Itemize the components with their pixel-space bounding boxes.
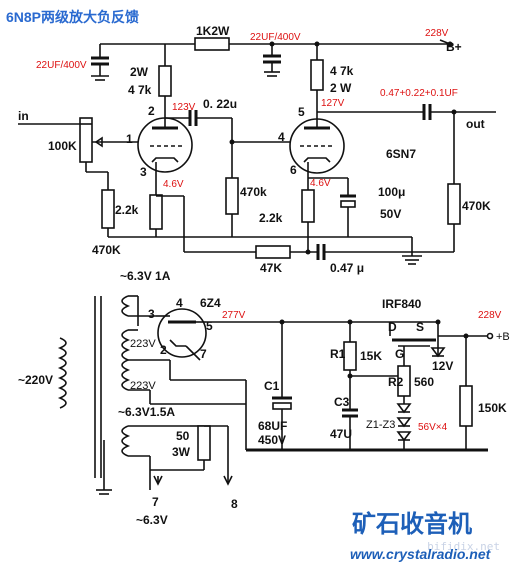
rectifier-tube [156,308,440,361]
voltage-46-a: 4.6V [163,179,184,190]
label-22k-a: 2.2k [115,203,139,217]
label-47k-a: 4 7k [128,83,152,97]
rectifier-pin-3: 3 [148,307,155,321]
label-470k-out: 470K [462,199,491,213]
b-plus-rail [165,37,453,51]
label-out-caps: 0.47+0.22+0.1UF [380,88,458,99]
cathode-resistor-1 [149,194,163,237]
label-470k-in: 470K [92,243,121,257]
label-1k2w: 1K2W [196,24,230,38]
site-url: www.crystalradio.net [350,546,492,562]
filter-cap-left [91,43,166,81]
transformer-secondary [96,295,247,495]
label-r2: R2 [388,375,404,389]
label-22k-b: 2.2k [259,211,283,225]
voltage-46-b: 4.6V [310,178,331,189]
label-220v: ~220V [18,373,53,387]
label-100k: 100K [48,139,77,153]
label-50v: 50V [380,207,401,221]
coupling-cap-022 [165,110,290,237]
rectifier-pin-4: 4 [176,296,183,310]
cathode-network-2 [301,177,356,255]
pin-6-label: 6 [290,163,297,177]
label-560: 560 [414,375,434,389]
label-in: in [18,109,29,123]
label-22uf-top: 22UF/400V [250,32,301,43]
label-047u: 0.47 μ [330,261,364,275]
site-logo: 矿石收音机 [352,510,472,538]
cap-c3 [342,408,358,450]
output-network [317,104,496,236]
label-223v-b: 223V [130,380,156,392]
pin-3-label: 3 [140,165,147,179]
voltage-123: 123V [172,102,196,113]
label-50: 50 [176,429,190,443]
zener-chain [396,365,412,450]
label-47k-b: 4 7k [330,64,354,78]
cap-c1 [272,319,292,450]
plate-resistor-1 [158,65,172,118]
pin-1-label: 1 [126,132,133,146]
label-22uf-left: 22UF/400V [36,60,87,71]
filter-cap-mid [263,44,281,77]
label-g: G [395,347,404,361]
label-2w-b: 2 W [330,81,352,95]
label-63v-15a: ~6.3V1.5A [118,405,175,419]
supply-output [438,332,494,450]
label-450v: 450V [258,433,286,447]
rectifier-pin-2: 2 [160,343,167,357]
transformer-primary [57,296,102,478]
label-12v: 12V [432,359,453,373]
label-63v-out: ~6.3V [136,513,168,527]
feedback-network [156,195,455,260]
label-c1: C1 [264,379,280,393]
label-100u: 100μ [378,185,405,199]
label-470k-grid: 470k [240,185,267,199]
label-d: D [388,320,397,334]
label-223v-a: 223V [130,338,156,350]
watermark-text: bifidix.net [427,540,500,553]
label-2w: 2W [130,65,149,79]
input-network [18,117,138,237]
voltage-127: 127V [321,98,345,109]
plate-resistor-2 [310,44,324,122]
rectifier-pin-7: 7 [200,347,207,361]
pin-4-label: 4 [278,130,285,144]
label-plus-b: +B [496,331,510,343]
label-6z4: 6Z4 [200,296,221,310]
pin-2-label: 2 [148,104,155,118]
mosfet-irf840 [389,319,446,376]
label-c3: C3 [334,395,350,409]
pin-5-label: 5 [298,105,305,119]
label-r1: R1 [330,347,346,361]
label-out: out [466,117,485,131]
voltage-228-top: 228V [425,28,449,39]
label-47k-fb: 47K [260,261,282,275]
voltage-228-bottom: 228V [478,310,502,321]
label-irf840: IRF840 [382,297,422,311]
voltage-56x4: 56V×4 [418,422,448,433]
voltage-277: 277V [222,310,246,321]
label-15k: 15K [360,349,382,363]
label-3w: 3W [172,445,191,459]
label-68uf: 68UF [258,419,287,433]
resistor-r1 [343,319,404,410]
label-pin-7-out: 7 [152,495,159,509]
label-b-plus: B+ [446,40,462,54]
label-022u: 0. 22u [203,97,237,111]
label-150k: 150K [478,401,507,415]
label-6sn7: 6SN7 [386,147,416,161]
label-pin-8-out: 8 [231,497,238,511]
label-z1-z3: Z1-Z3 [366,419,395,431]
rectifier-pin-5: 5 [206,319,213,333]
triode-tube-1 [137,117,193,195]
triode-tube-2 [289,118,345,178]
label-63v-1a: ~6.3V 1A [120,269,171,283]
ground-symbol-upper [402,237,422,265]
label-s: S [416,320,424,334]
filament-resistor [150,425,233,486]
diagram-title: 6N8P两级放大负反馈 [6,9,139,25]
label-47u: 47U [330,427,352,441]
